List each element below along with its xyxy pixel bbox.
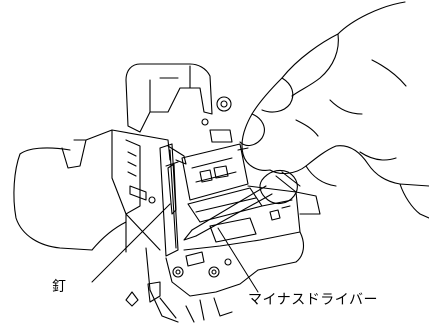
device-body-drawing bbox=[13, 63, 321, 323]
screwdriver-leader-line bbox=[217, 227, 259, 293]
hand-drawing bbox=[239, 1, 429, 219]
nail-callout-label: 釘 bbox=[52, 279, 67, 295]
flathead-screwdriver-callout-label: マイナスドライバー bbox=[248, 292, 378, 308]
nail-drawing bbox=[165, 161, 179, 215]
nail-leader-line bbox=[91, 203, 171, 283]
callout-leaders bbox=[91, 203, 259, 293]
